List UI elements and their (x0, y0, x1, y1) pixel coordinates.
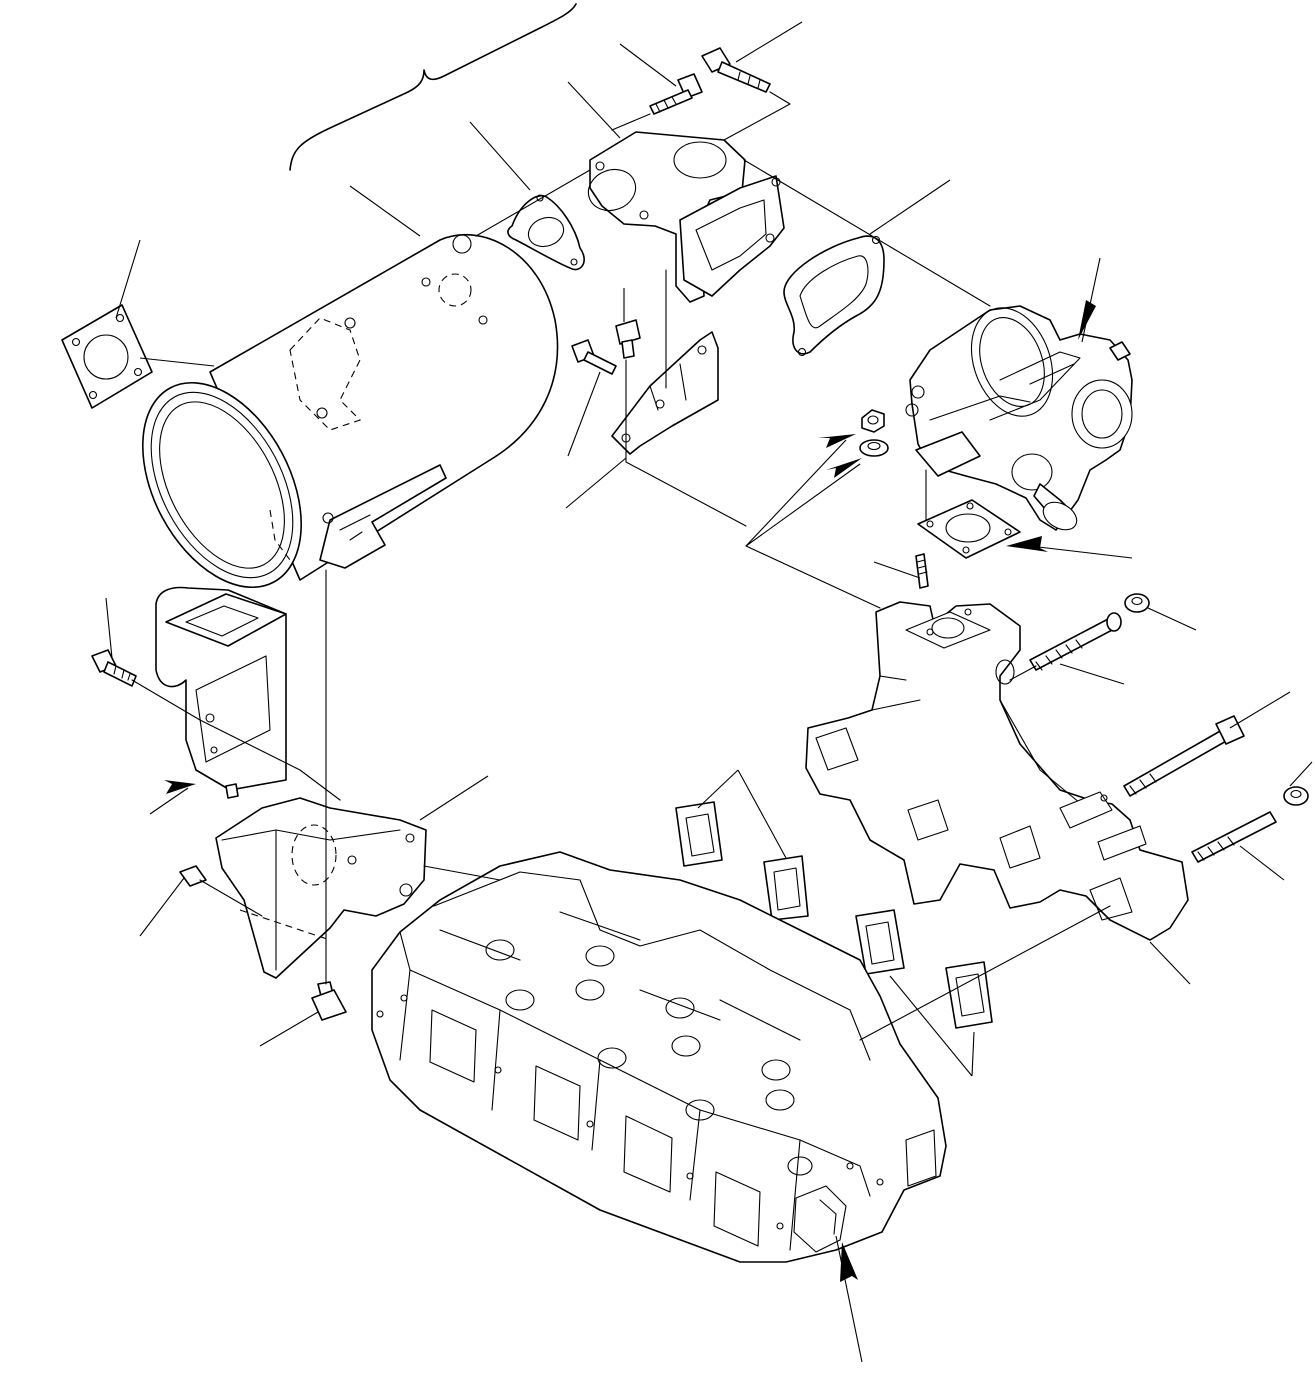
arrow-washer (826, 458, 862, 478)
assembly-lines (132, 92, 1110, 1040)
nut (862, 410, 884, 432)
exhaust-elbow (583, 132, 784, 302)
gasket-port-3 (856, 910, 904, 974)
bolt-stay-horizontal (572, 340, 616, 374)
bolt-bracket-left (180, 866, 206, 886)
arrow-flange-gasket (1006, 536, 1048, 552)
group-brace (290, 4, 576, 170)
callout-leaders (106, 22, 1312, 1362)
arrow-turbo (1078, 300, 1096, 340)
arrows (164, 300, 1096, 1282)
gasket-port-2 (764, 856, 808, 920)
cylinder-head (372, 852, 946, 1262)
arrow-nut (818, 434, 856, 448)
gasket-square-left (62, 305, 152, 408)
bolt-bracket-lower (312, 982, 346, 1020)
arrow-head (840, 1242, 858, 1282)
bolt-elbow-left (650, 74, 702, 114)
manifold-washer-lower (1284, 787, 1308, 805)
gasket-turbo-flange (918, 500, 1020, 558)
muffler (110, 235, 557, 614)
gasket-round-top (508, 195, 584, 270)
washer (860, 440, 888, 456)
bolt-elbow-right (702, 48, 770, 92)
lower-bracket (216, 798, 426, 978)
manifold-bolt-lower (1192, 812, 1276, 862)
stud (916, 554, 928, 588)
exhaust-manifold (806, 602, 1188, 940)
gasket-port-1 (676, 802, 722, 866)
bolt-stay-vertical (616, 320, 640, 358)
manifold-bolt-top (1030, 613, 1121, 670)
arrow-pipe (164, 780, 196, 794)
turbocharger (906, 296, 1132, 535)
manifold-washer (1125, 594, 1149, 612)
gasket-port-4 (946, 962, 992, 1028)
bolt-pipe-left (92, 650, 136, 686)
exhaust-pipe-bend (156, 588, 286, 798)
gasket-turbo (784, 236, 884, 355)
manifold-bolt-long (1124, 716, 1244, 796)
